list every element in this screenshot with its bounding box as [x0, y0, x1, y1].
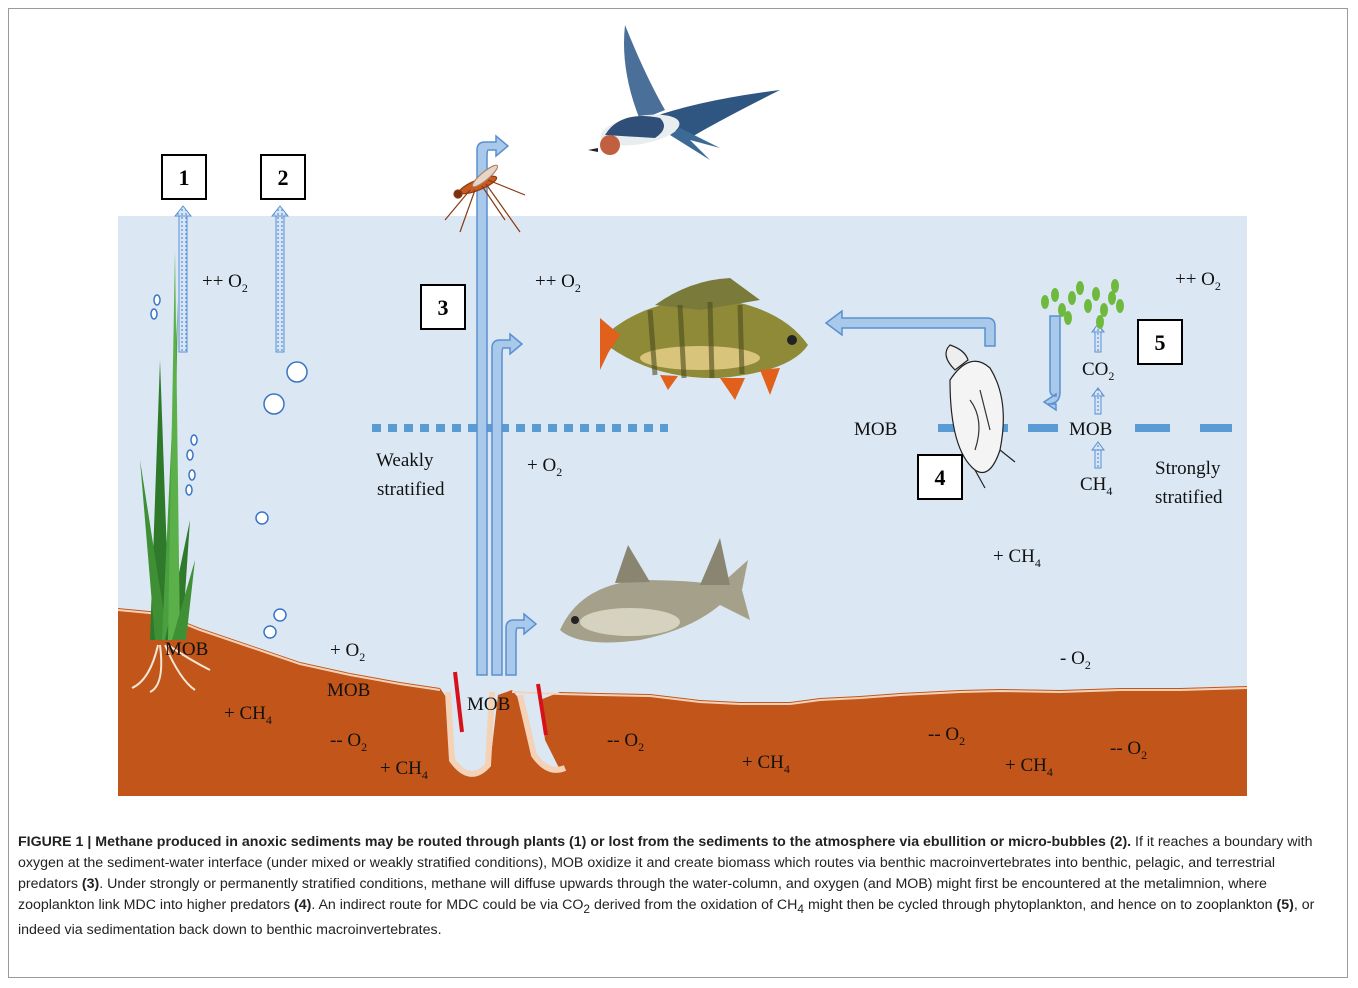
- swallow-icon: [588, 25, 780, 160]
- svg-text:2: 2: [278, 165, 289, 190]
- ch4-label: + CH4: [1005, 755, 1053, 779]
- plant-route-arrow: [173, 205, 193, 353]
- caption-text: . Under strongly or permanently stratifi…: [18, 876, 1267, 913]
- box-4: 4: [917, 454, 963, 500]
- o2-label: -- O2: [928, 724, 965, 748]
- svg-text:3: 3: [438, 295, 449, 320]
- caption-ref: (3): [81, 876, 100, 892]
- mob-label: MOB: [467, 694, 510, 715]
- ch4-label: + CH4: [380, 758, 428, 782]
- co2-label: CO2: [1082, 359, 1114, 383]
- bream-icon: [560, 538, 750, 643]
- strongly-stratified-label: stratified: [1155, 487, 1223, 508]
- o2-label: -- O2: [1110, 738, 1147, 762]
- phyto-to-zooplankton-arrow: [1042, 315, 1061, 412]
- mob-label: MOB: [165, 639, 208, 660]
- mob-label: MOB: [854, 419, 897, 440]
- caption-text: , or indeed via sedimentation back down …: [18, 897, 1315, 938]
- ch4-label: CH4: [1080, 474, 1112, 498]
- caption-ref: (5): [1276, 897, 1294, 913]
- benthic-route-arrows: [476, 134, 538, 676]
- plant-icon: [131, 250, 211, 693]
- o2-label: + O2: [330, 640, 365, 664]
- strongly-label: Strongly: [1155, 458, 1221, 479]
- mob-label: MOB: [327, 680, 370, 701]
- caption-subscript: 2: [583, 901, 590, 916]
- mosquito-icon: [444, 164, 526, 233]
- bubble-icon: [150, 294, 308, 639]
- caption-title: FIGURE 1 | Methane produced in anoxic se…: [18, 834, 1132, 850]
- caption-text: . An indirect route for MDC could be via…: [311, 897, 584, 913]
- ch4-label: + CH4: [224, 703, 272, 727]
- caption-ref: (4): [294, 897, 312, 913]
- ch4-label: + CH4: [742, 752, 790, 776]
- perch-icon: [600, 278, 808, 400]
- figure-caption: FIGURE 1 | Methane produced in anoxic se…: [18, 832, 1336, 941]
- o2-label: -- O2: [607, 730, 644, 754]
- mob-label: MOB: [1069, 419, 1112, 440]
- ch4-up-arrow: [1091, 441, 1105, 469]
- zooplankton-icon: [945, 344, 1016, 489]
- box-5: 5: [1137, 319, 1183, 365]
- phytoplankton-icon: [1041, 279, 1124, 329]
- o2-label: ++ O2: [202, 271, 248, 295]
- o2-label: ++ O2: [535, 271, 581, 295]
- o2-label: ++ O2: [1175, 269, 1221, 293]
- o2-label: + O2: [527, 455, 562, 479]
- caption-text: might then be cycled through phytoplankt…: [804, 897, 1277, 913]
- weakly-label: Weakly: [376, 450, 434, 471]
- box-1: 1: [161, 154, 207, 200]
- caption-text: If it reaches a boundary with oxygen at …: [18, 834, 1313, 892]
- ch4-label: + CH4: [993, 546, 1041, 570]
- weakly-stratified-label: stratified: [377, 479, 445, 500]
- bubble-route-arrow: [270, 205, 290, 353]
- co2-up-arrow: [1091, 387, 1105, 415]
- box-3: 3: [420, 284, 466, 330]
- methane-food-web-diagram: 1 2 3 4 5 ++ O2 ++ O2 ++ O2 + O2 + O2 - …: [117, 25, 1248, 796]
- zooplankton-to-fish-arrow: [824, 309, 996, 347]
- box-2: 2: [260, 154, 306, 200]
- svg-text:1: 1: [179, 165, 190, 190]
- caption-text: derived from the oxidation of CH: [590, 897, 798, 913]
- figure-frame: [8, 8, 1348, 978]
- burrow-icon: [445, 671, 567, 777]
- o2-label: -- O2: [330, 730, 367, 754]
- svg-text:4: 4: [935, 465, 946, 490]
- sediment: [118, 608, 1247, 796]
- svg-text:5: 5: [1155, 330, 1166, 355]
- caption-subscript: 4: [797, 901, 804, 916]
- o2-label: - O2: [1060, 648, 1091, 672]
